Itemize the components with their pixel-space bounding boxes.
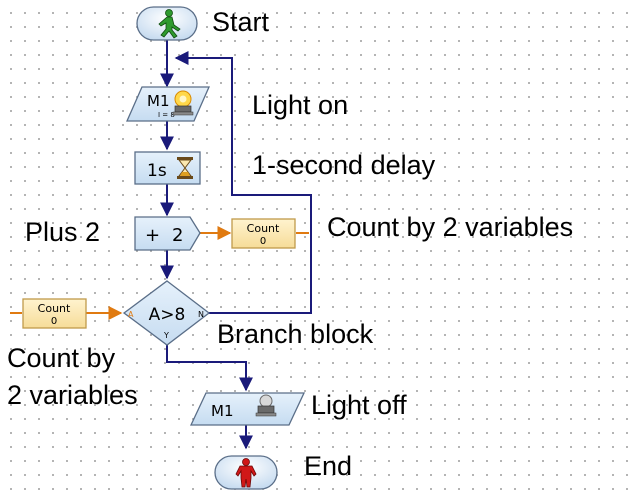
branch-port-a: A — [128, 310, 134, 319]
label-delay: 1-second delay — [252, 150, 436, 180]
delay-text: 1s — [147, 161, 167, 181]
delay-block[interactable]: 1s — [134, 151, 201, 185]
end-block[interactable] — [214, 455, 278, 490]
branch-block[interactable]: A>8 A N Y — [122, 280, 211, 346]
count-left-value: 0 — [51, 316, 57, 327]
count-right-name: Count — [247, 222, 280, 235]
flow-branch-no-loop — [174, 51, 312, 314]
count-variable-right[interactable]: Count 0 — [231, 218, 296, 249]
walking-green-man-icon — [158, 9, 181, 39]
standing-red-man-icon — [235, 458, 257, 488]
count-right-value: 0 — [260, 236, 266, 247]
label-plus2: Plus 2 — [25, 217, 100, 247]
flow-lines — [160, 40, 312, 450]
add-value: 2 — [172, 225, 183, 246]
label-end: End — [304, 451, 352, 481]
count-left-name: Count — [38, 302, 71, 315]
motor-on-block[interactable]: M1 I = 8 — [126, 86, 210, 122]
label-light-on: Light on — [252, 90, 348, 120]
label-count-by-left-2: 2 variables — [7, 380, 138, 410]
branch-condition: A>8 — [149, 305, 186, 325]
hourglass-icon — [177, 157, 193, 179]
lamp-on-icon — [172, 90, 194, 116]
add-block[interactable]: + 2 — [134, 216, 201, 251]
branch-port-y: Y — [163, 331, 169, 340]
add-operator: + — [145, 225, 160, 246]
count-variable-left[interactable]: Count 0 — [22, 298, 87, 329]
motor-on-sub: I = 8 — [158, 111, 175, 119]
flow-branch-yes — [166, 345, 253, 392]
start-block[interactable] — [136, 6, 198, 41]
motor-off-name: M1 — [211, 402, 234, 420]
data-lines — [10, 226, 309, 320]
lamp-off-icon — [255, 394, 277, 417]
label-branch: Branch block — [217, 319, 374, 349]
motor-on-name: M1 — [147, 92, 170, 110]
branch-port-n: N — [198, 310, 204, 319]
motor-off-block[interactable]: M1 — [189, 392, 306, 426]
label-count-by-left-1: Count by — [7, 343, 116, 373]
label-count-by-right: Count by 2 variables — [327, 212, 573, 242]
label-start: Start — [212, 7, 270, 37]
label-light-off: Light off — [311, 390, 407, 420]
